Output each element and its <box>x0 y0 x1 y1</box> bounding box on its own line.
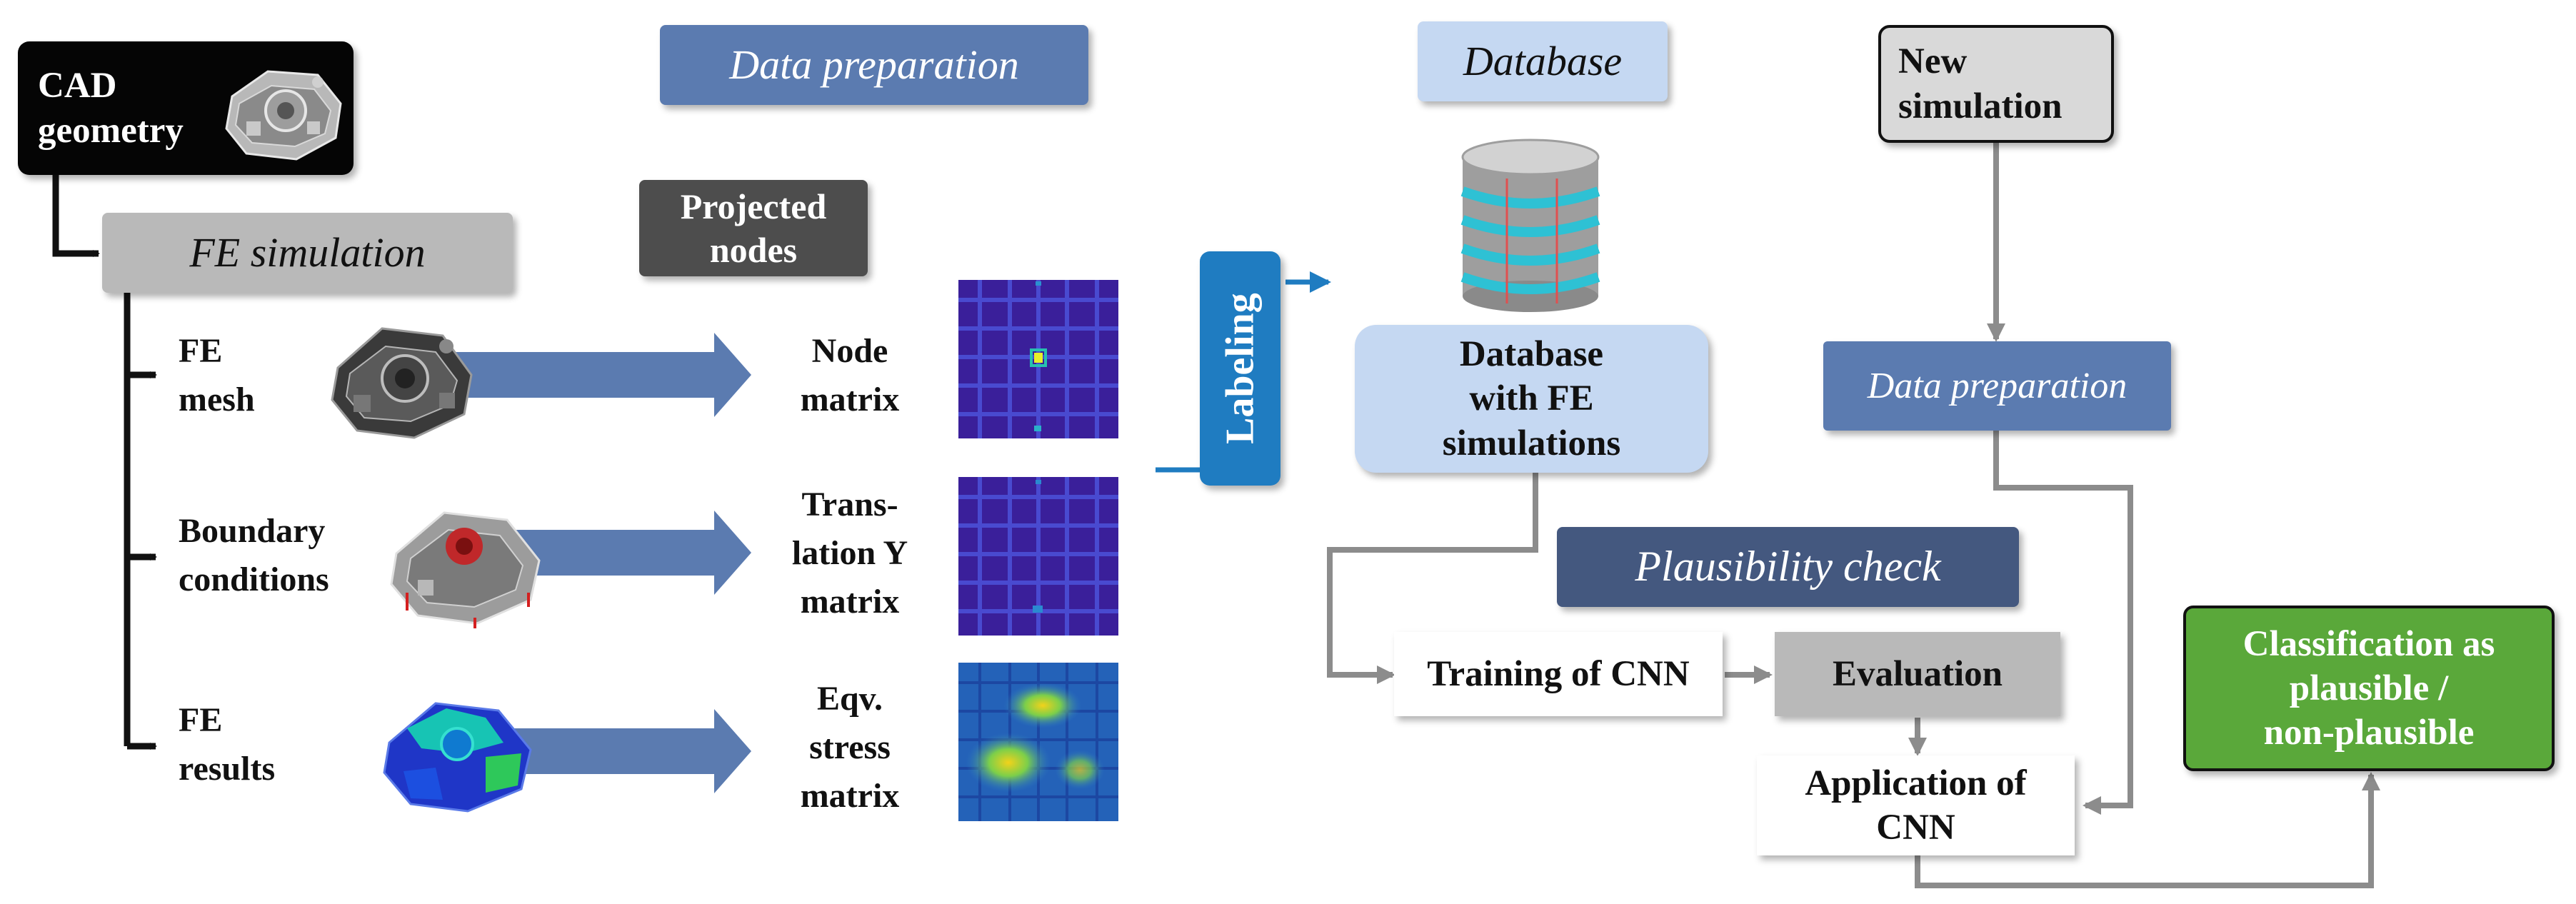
database-to-training-connector <box>1327 473 1538 684</box>
fe-mesh-part-image <box>331 327 473 439</box>
stress-matrix-line2: stress <box>809 728 891 766</box>
stress-matrix-label: Eqv. stress matrix <box>771 675 928 820</box>
plausibility-check-label: Plausibility check <box>1635 543 1941 591</box>
data-preparation-right-box: Data preparation <box>1823 341 2171 431</box>
row-label-fe-results-line1: FE <box>179 701 223 739</box>
data-preparation-right-label: Data preparation <box>1867 365 2128 406</box>
labeling-box: Labeling <box>1200 251 1281 486</box>
training-cnn-box: Training of CNN <box>1394 632 1723 716</box>
translation-matrix-line2: lation Y <box>791 534 908 572</box>
boundary-part-image <box>390 511 541 628</box>
database-with-fe-box: Database with FE simulations <box>1355 325 1708 473</box>
node-matrix-label: Node matrix <box>771 327 928 424</box>
database-cylinder-icon <box>1460 139 1600 312</box>
database-header-label: Database <box>1463 37 1623 84</box>
data-preparation-header-label: Data preparation <box>729 41 1019 88</box>
cad-label-line2: geometry <box>38 110 184 151</box>
application-cnn-box: Application of CNN <box>1757 755 2075 855</box>
evaluation-label: Evaluation <box>1832 653 2003 694</box>
new-simulation-line2: simulation <box>1898 86 2063 126</box>
row-label-fe-mesh: FE mesh <box>179 327 255 424</box>
node-matrix-line2: matrix <box>800 381 900 418</box>
row-label-boundary-conditions: Boundary conditions <box>179 507 329 604</box>
application-line2: CNN <box>1876 808 1955 848</box>
classification-line2: plausible / <box>2289 668 2449 708</box>
dataprep-to-application-connector <box>1993 431 2133 815</box>
classification-line1: Classification as <box>2242 623 2495 664</box>
translation-matrix-line3: matrix <box>800 583 900 621</box>
row-label-fe-results-line2: results <box>179 750 276 788</box>
stress-matrix-image <box>958 663 1118 821</box>
plausibility-check-header: Plausibility check <box>1557 527 2019 607</box>
arrow-results-to-stress <box>507 709 751 793</box>
database-box-line2: with FE <box>1469 378 1594 419</box>
translation-matrix-line1: Trans- <box>801 486 898 523</box>
row-label-boundary-line2: conditions <box>179 561 329 598</box>
database-box-line1: Database <box>1459 334 1604 375</box>
arrow-mesh-to-node <box>446 333 751 417</box>
labeling-label: Labeling <box>1218 293 1263 444</box>
row-label-fe-mesh-line1: FE <box>179 332 223 370</box>
new-simulation-box: New simulation <box>1878 25 2114 143</box>
projected-nodes-box: Projected nodes <box>639 180 868 276</box>
fe-simulation-label: FE simulation <box>189 228 426 276</box>
new-simulation-line1: New <box>1898 41 1968 82</box>
classification-line3: non-plausible <box>2263 713 2475 753</box>
classification-box: Classification as plausible / non-plausi… <box>2183 606 2555 771</box>
cad-to-fe-connector <box>52 175 100 257</box>
cad-part-image <box>225 70 342 161</box>
arrow-boundary-to-translation <box>507 511 751 595</box>
database-header: Database <box>1418 21 1668 101</box>
node-matrix-line1: Node <box>811 332 888 370</box>
row-label-fe-results: FE results <box>179 696 275 793</box>
fe-simulation-box: FE simulation <box>102 213 513 293</box>
evaluation-box: Evaluation <box>1775 632 2060 716</box>
row-label-boundary-line1: Boundary <box>179 512 326 550</box>
projected-nodes-line1: Projected <box>680 186 827 226</box>
application-line1: Application of <box>1805 763 2027 803</box>
node-matrix-image <box>958 280 1118 438</box>
training-label: Training of CNN <box>1427 653 1690 694</box>
stress-matrix-line1: Eqv. <box>816 680 883 718</box>
application-to-classification-connector <box>1915 772 2380 888</box>
database-box-line3: simulations <box>1442 423 1621 463</box>
cad-label-line1: CAD <box>38 66 117 106</box>
projected-nodes-line2: nodes <box>709 229 798 270</box>
row-label-fe-mesh-line2: mesh <box>179 381 255 418</box>
fe-results-part-image <box>383 702 532 813</box>
translation-matrix-image <box>958 477 1118 636</box>
translation-matrix-label: Trans- lation Y matrix <box>771 481 928 626</box>
stress-matrix-line3: matrix <box>800 777 900 815</box>
data-preparation-header: Data preparation <box>660 25 1088 105</box>
